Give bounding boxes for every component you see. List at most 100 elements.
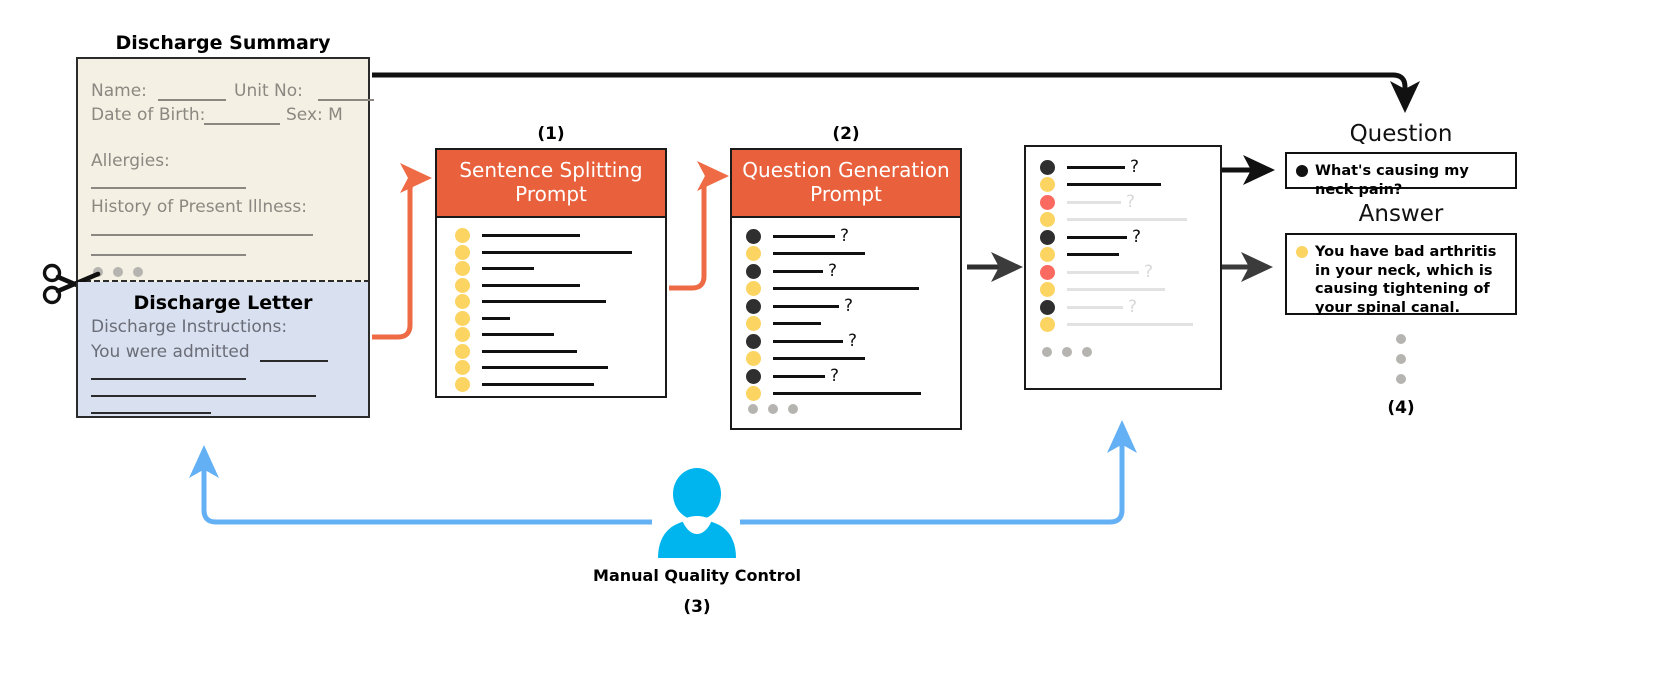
bullet-row (455, 360, 608, 376)
bullet-line (1067, 271, 1139, 274)
discharge-summary-card: Name: Unit No: Date of Birth: Sex: M All… (76, 57, 374, 282)
bullet-dot-black (1040, 160, 1055, 175)
bullet-row (746, 385, 921, 401)
ellipsis-dot (768, 404, 778, 415)
bullet-dot-yellow (746, 245, 761, 261)
step-label-1: (1) (537, 124, 565, 144)
bullet-row (455, 277, 580, 293)
bullet-row: ? (746, 333, 857, 350)
bullet-dot-yellow (455, 343, 470, 359)
letter-blank-3 (91, 395, 316, 397)
output-ellipsis-dot (1396, 354, 1406, 364)
summary-unit-no-blank (318, 99, 374, 101)
prompt1-title-line2: Prompt (515, 181, 587, 206)
question-mark-glyph: ? (830, 366, 840, 387)
step-label-3: (3) (683, 597, 711, 617)
bullet-row: ? (746, 368, 839, 385)
bullet-line (1067, 287, 1165, 291)
bullet-line (1067, 182, 1161, 186)
question-line: What's causing my neck pain? (1296, 162, 1505, 199)
bullet-line (482, 366, 608, 370)
bullet-line (773, 391, 921, 395)
bullet-row: ? (746, 228, 849, 245)
bullet-dot-yellow (455, 244, 470, 260)
bullet-line (773, 251, 865, 255)
bullet-line (482, 267, 534, 271)
bullet-line (773, 321, 821, 325)
question-mark-glyph: ? (828, 261, 838, 282)
bullet-dot-yellow (746, 280, 761, 296)
letter-instructions-label: Discharge Instructions: (91, 317, 288, 337)
bullet-dot-black (746, 299, 761, 315)
bullet-dot-yellow (746, 385, 761, 401)
bullet-row (1040, 176, 1161, 192)
output-ellipsis-dot (1396, 334, 1406, 344)
bullet-line (773, 375, 825, 379)
summary-ellipsis-dot (133, 267, 143, 277)
arrow-letter-to-prompt1 (372, 163, 433, 340)
prompt2-title-line1: Question Generation (742, 158, 950, 182)
bullet-dot-black (1040, 300, 1055, 315)
summary-sex-value: Sex: M (286, 105, 343, 125)
arrow-qc-to-filtered (740, 419, 1137, 525)
prompt2-title-line2: Prompt (810, 181, 882, 206)
bullet-row (455, 327, 554, 343)
question-mark-glyph: ? (848, 331, 858, 352)
bullet-row (746, 245, 865, 261)
ellipsis-dot (748, 404, 758, 415)
bullet-dot-yellow (455, 261, 470, 277)
summary-allergies-label: Allergies: (91, 151, 170, 171)
question-mark-glyph: ? (1130, 157, 1140, 177)
summary-dob-blank (204, 123, 280, 125)
bullet-dot-yellow (455, 294, 470, 310)
question-bullet-dot (1296, 165, 1308, 177)
bullet-row (746, 315, 821, 331)
bullet-row: ? (1040, 264, 1153, 281)
bullet-line (1067, 236, 1127, 239)
question-generation-prompt-header: Question Generation Prompt (732, 150, 960, 219)
question-mark-glyph: ? (844, 296, 854, 317)
bullet-row (455, 244, 632, 260)
answer-line: You have bad arthritis in your neck, whi… (1296, 243, 1505, 317)
answer-title: Answer (1358, 201, 1444, 227)
bullet-row (455, 228, 580, 244)
bullet-dot-red (1040, 265, 1055, 280)
question-text: What's causing my neck pain? (1315, 163, 1469, 198)
question-mark-glyph: ? (1144, 262, 1154, 282)
bullet-line (482, 316, 510, 320)
bullet-row: ? (1040, 194, 1135, 211)
bullet-line (1067, 322, 1193, 326)
bullet-dot-yellow (1040, 281, 1055, 297)
bullet-dot-yellow (455, 327, 470, 343)
bullet-row (455, 343, 577, 359)
question-generation-prompt-card: Question Generation Prompt ????? (730, 148, 962, 430)
bullet-row (455, 376, 594, 392)
sentence-splitting-prompt-body (437, 218, 665, 392)
letter-blank-1 (260, 360, 328, 362)
bullet-line (482, 234, 580, 238)
bullet-row (455, 294, 606, 310)
prompt1-title-line1: Sentence Splitting (459, 158, 643, 182)
letter-blank-2 (91, 378, 246, 380)
ellipsis-dot (788, 404, 798, 415)
bullet-row (1040, 246, 1119, 262)
cut-dashed-line (76, 280, 370, 283)
summary-dob-label: Date of Birth: (91, 105, 206, 125)
bullet-dot-black (746, 334, 761, 350)
bullet-dot-yellow (455, 376, 470, 392)
letter-body-text: You were admitted (91, 342, 250, 362)
bullet-line (1067, 166, 1125, 169)
bullet-line (482, 283, 580, 287)
bullet-dot-red (1040, 195, 1055, 210)
bullet-dot-yellow (455, 360, 470, 376)
discharge-letter-title: Discharge Letter (133, 292, 313, 314)
summary-ellipsis-dot (113, 267, 123, 277)
sentence-splitting-prompt-header: Sentence Splitting Prompt (437, 150, 665, 219)
bullet-dot-yellow (1040, 246, 1055, 262)
arrow-summary-to-question (372, 72, 1420, 113)
discharge-letter-card: Discharge Letter Discharge Instructions:… (76, 282, 370, 418)
bullet-line (482, 382, 594, 386)
question-mark-glyph: ? (1126, 192, 1136, 212)
bullet-line (482, 300, 606, 304)
